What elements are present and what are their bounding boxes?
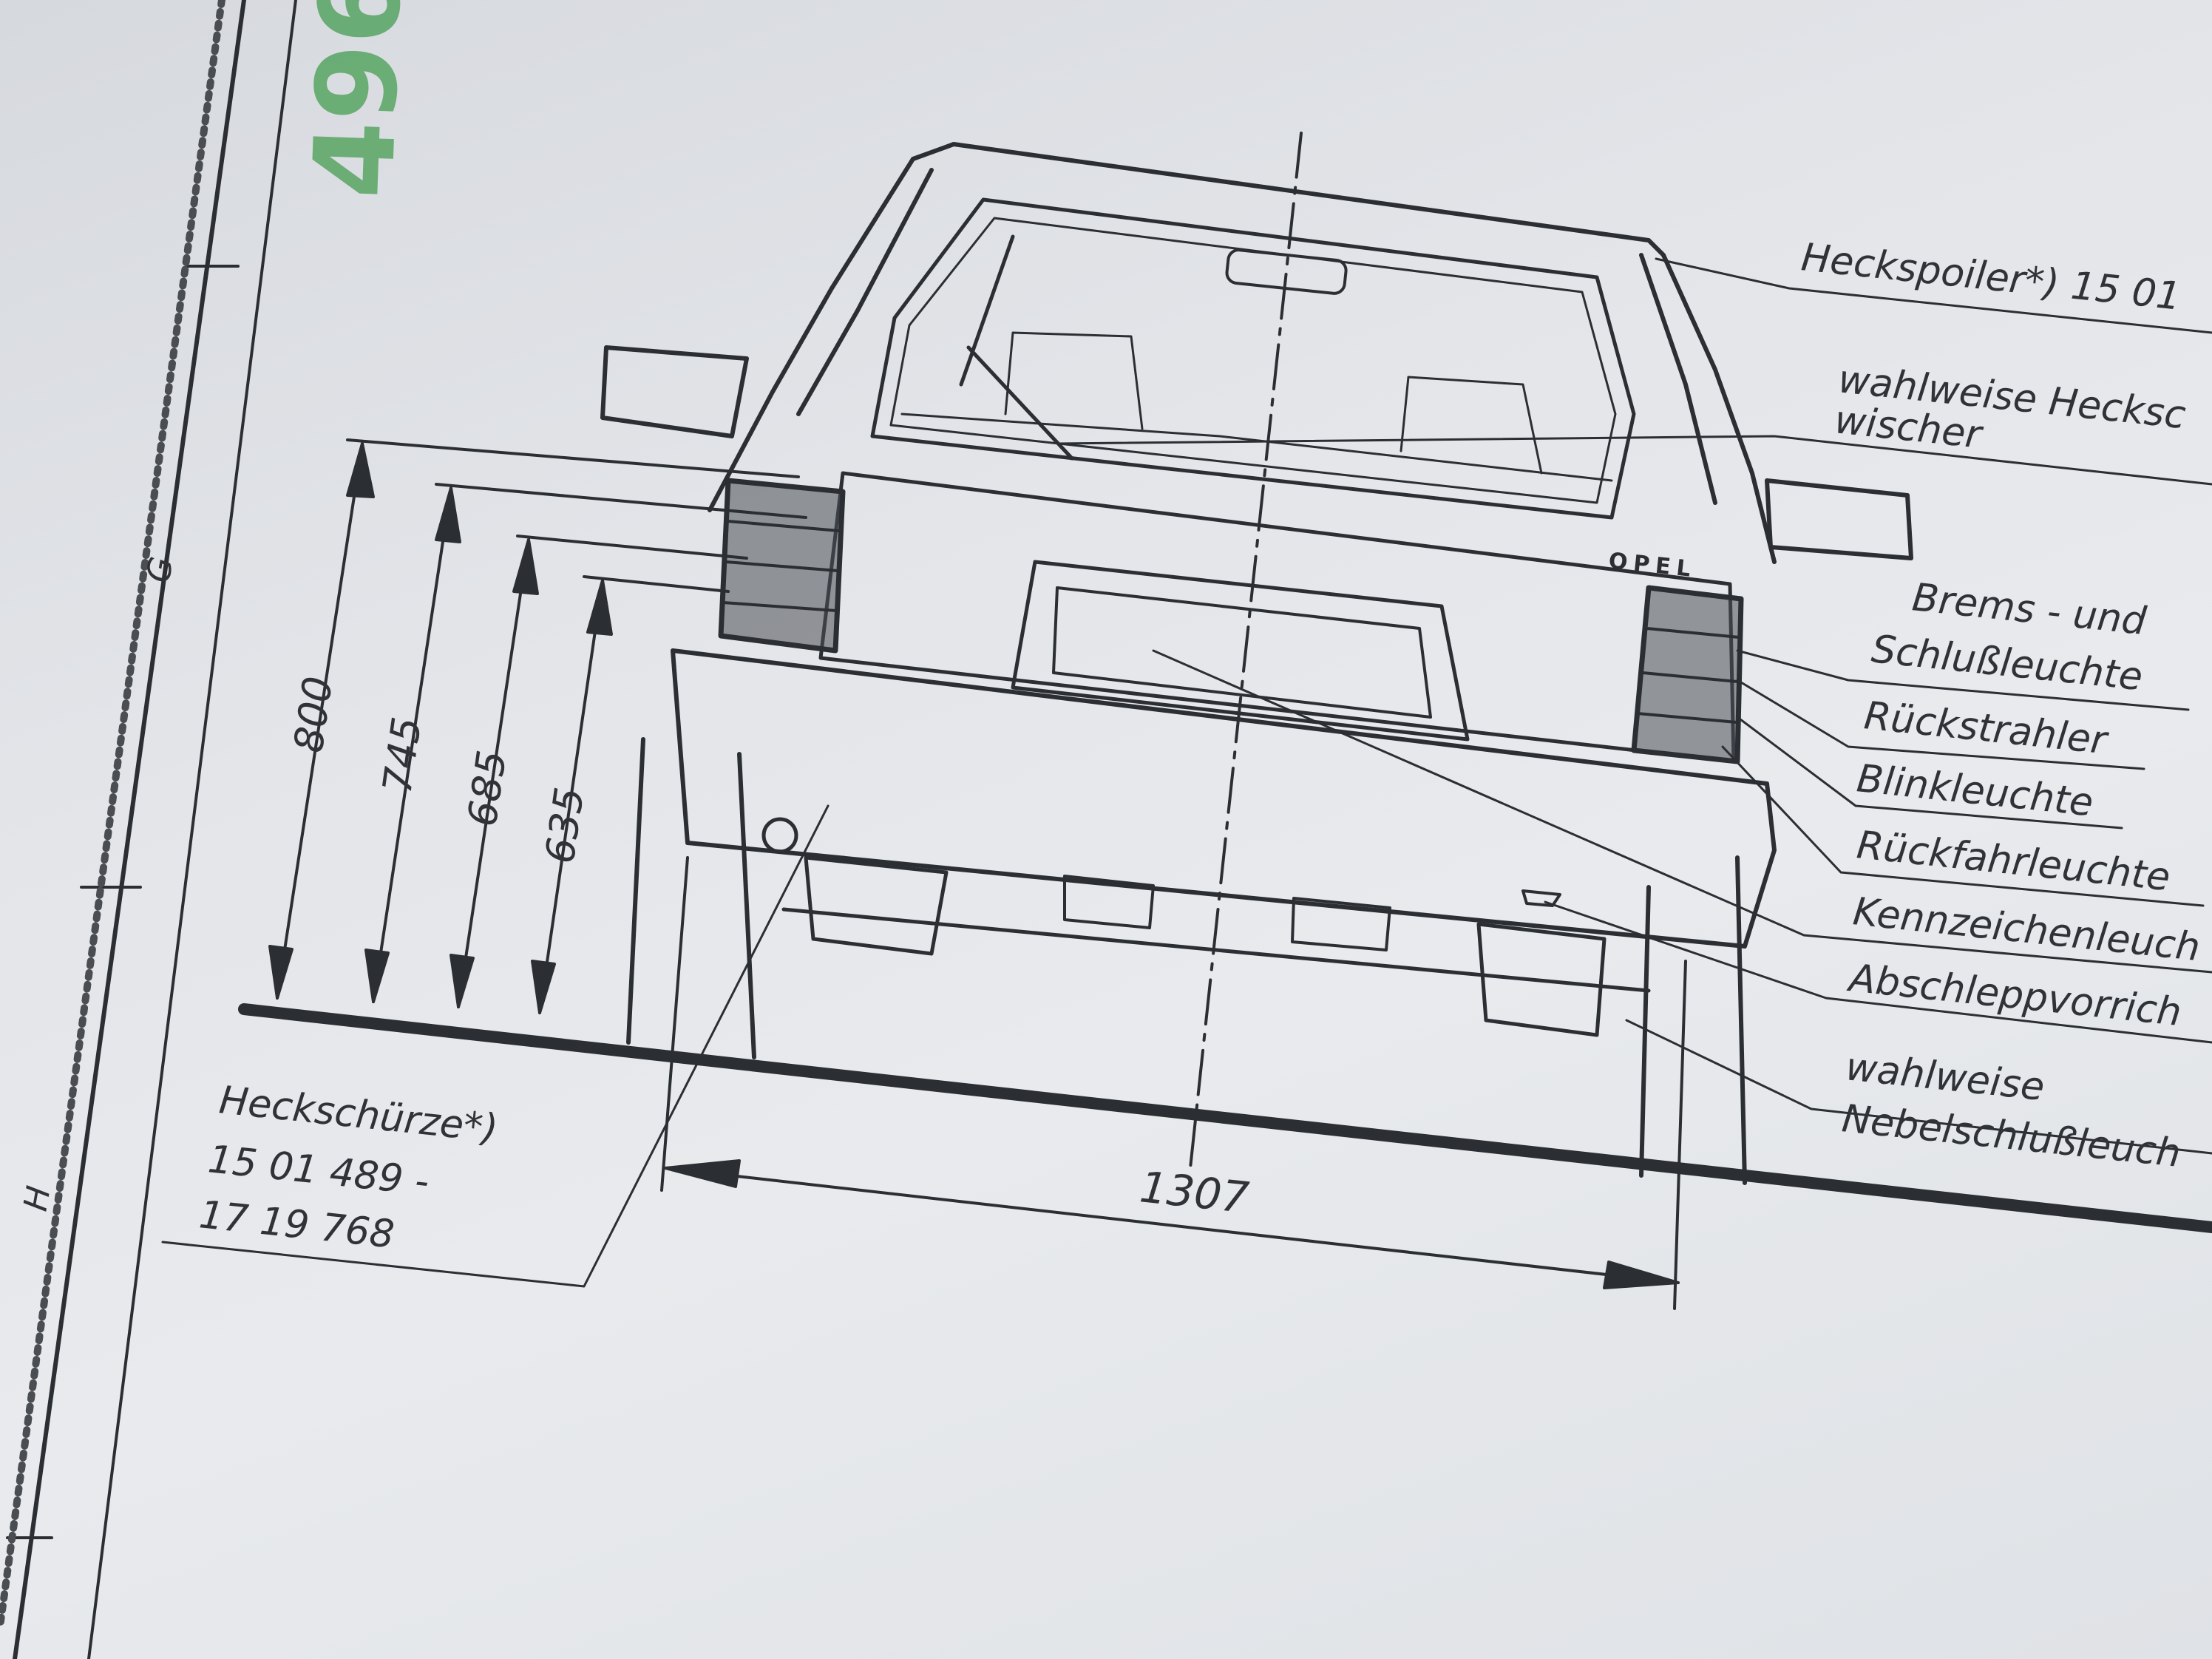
ext-line-745 <box>435 483 807 519</box>
callout-heckschuerze-3: 17 19 768 <box>197 1192 396 1257</box>
leader-heckspoiler <box>1655 257 2212 334</box>
callout-heckschuerze-2: 15 01 489 - <box>206 1137 432 1204</box>
rear-bumper <box>671 648 1777 949</box>
frame-dashed-edge <box>0 0 225 1630</box>
dim-label-685: 685 <box>458 747 515 830</box>
seat-left <box>1004 331 1144 430</box>
frame-outer-line <box>13 0 246 1659</box>
height-dimensions <box>268 438 807 1014</box>
track-ext-right <box>1673 960 1687 1310</box>
leader-rueckfahr <box>1721 745 2205 907</box>
page-frame <box>0 0 297 1659</box>
underbody-left <box>804 855 949 956</box>
arrow-685-bottom <box>449 954 475 1008</box>
dim-line-685 <box>457 538 530 1008</box>
roof-outline <box>911 142 1666 257</box>
track-arrow-right <box>1603 1261 1680 1289</box>
callout-abschleppvorrichtung: Abschleppvorrich <box>1845 956 2184 1035</box>
rear-shelf <box>900 413 1613 482</box>
arrow-800-bottom <box>268 945 294 1000</box>
tow-eye <box>761 817 798 854</box>
callout-rueckstrahler: Rückstrahler <box>1862 693 2111 763</box>
plate-area <box>1052 586 1432 719</box>
rear-window <box>870 197 1636 520</box>
track-label: 1307 <box>1138 1161 1252 1223</box>
underbody-box-1 <box>1063 875 1155 929</box>
ext-line-635 <box>583 575 730 593</box>
dim-label-745: 745 <box>373 714 430 796</box>
tail-light-right <box>1631 585 1744 764</box>
ext-line-685 <box>516 535 748 560</box>
body-right-pillar-inner <box>1639 253 1717 505</box>
high-mount-light <box>1225 248 1348 295</box>
centre-line <box>1189 132 1303 1170</box>
rear-wiper <box>959 234 1074 461</box>
underbody-right <box>1476 922 1607 1037</box>
dim-line-745 <box>372 486 452 1003</box>
track-dim-line <box>664 1167 1680 1284</box>
plate-recess <box>1011 560 1470 742</box>
track-arrow-left <box>664 1159 741 1188</box>
arrow-685-top <box>512 538 539 595</box>
frame-inner-line <box>87 0 297 1659</box>
dim-label-800: 800 <box>285 674 342 756</box>
dim-label-635: 635 <box>536 784 593 866</box>
track-ext-left <box>660 856 689 1192</box>
arrow-635-bottom <box>531 960 556 1014</box>
body-right-pillar <box>1661 253 1777 564</box>
bumper-lower-edge <box>781 907 1651 993</box>
track-dimension <box>660 856 1687 1310</box>
arrow-635-top <box>586 579 613 636</box>
leader-lines <box>161 257 2212 1288</box>
leader-blinkleuchte <box>1736 716 2123 830</box>
body-left-pillar <box>708 157 915 512</box>
arrow-800-top <box>346 442 375 498</box>
arrow-745-bottom <box>364 949 390 1003</box>
leader-kennzeichen <box>1152 649 2212 974</box>
body-left-pillar-inner <box>796 168 934 416</box>
seat-right <box>1400 376 1543 475</box>
ground-line <box>238 1003 2212 1233</box>
opel-badge: OPEL <box>1607 548 1697 583</box>
ext-line-800 <box>346 438 800 478</box>
leader-wischer <box>1056 435 2212 486</box>
mirror-right <box>1765 478 1913 560</box>
stamp-number: 496 <box>290 0 427 200</box>
callout-brems-1: Brems - und <box>1910 575 2149 644</box>
left-tyre <box>626 737 756 1059</box>
right-tyre <box>1639 855 1747 1185</box>
tail-light-left <box>718 478 846 654</box>
arrow-745-top <box>435 486 461 543</box>
dim-line-800 <box>276 442 364 1000</box>
leader-brems <box>1736 649 2190 711</box>
leader-nebel <box>1625 1019 2212 1155</box>
callout-heckschuerze-1: Heckschürze*) <box>217 1078 501 1151</box>
leader-rueckstrahler <box>1736 679 2145 770</box>
underbody-box-2 <box>1291 897 1391 951</box>
callout-nebel-2: Nebelschlußleuch <box>1840 1096 2183 1176</box>
leader-abschlepp <box>1544 900 2212 1044</box>
rear-window-inner <box>889 217 1617 504</box>
callout-heckspoiler: Heckspoiler*) 15 01 <box>1799 235 2183 319</box>
tow-hook-right <box>1521 889 1561 907</box>
mirror-left <box>600 345 749 438</box>
margin-letter-h: H <box>17 1183 58 1213</box>
dim-line-635 <box>538 579 604 1014</box>
leader-heckschuerze <box>161 804 830 1288</box>
